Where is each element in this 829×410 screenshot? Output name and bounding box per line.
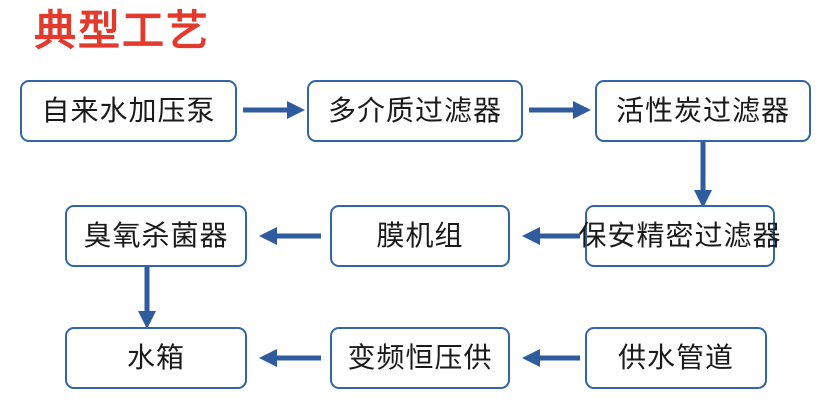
node-variable-frequency-constant-pressure-supply[interactable]: 变频恒压供	[330, 327, 510, 389]
node-label: 保安精密过滤器	[578, 220, 782, 251]
arrow-membrane-to-ozone	[255, 224, 321, 248]
arrow-vfd-from-pipeline	[518, 346, 580, 370]
node-label: 供水管道	[617, 342, 734, 373]
node-label: 水箱	[126, 342, 185, 373]
node-activated-carbon-filter[interactable]: 活性炭过滤器	[595, 80, 811, 142]
arrow-ozone-to-tank	[135, 267, 159, 329]
node-multimedia-filter[interactable]: 多介质过滤器	[307, 80, 523, 142]
node-label: 多介质过滤器	[327, 95, 502, 126]
node-label: 变频恒压供	[347, 342, 493, 373]
node-label: 自来水加压泵	[41, 95, 216, 126]
arrow-pump-to-multimedia	[243, 98, 305, 122]
arrow-multimedia-to-carbon	[529, 98, 591, 122]
node-membrane-unit[interactable]: 膜机组	[330, 205, 510, 267]
node-ozone-sterilizer[interactable]: 臭氧杀菌器	[65, 205, 247, 267]
arrow-security-filter-to-membrane	[518, 224, 580, 248]
node-tap-water-booster-pump[interactable]: 自来水加压泵	[20, 80, 237, 142]
node-water-supply-pipeline[interactable]: 供水管道	[585, 327, 767, 389]
arrow-tank-from-vfd	[255, 346, 321, 370]
node-label: 膜机组	[376, 220, 464, 251]
node-security-precision-filter[interactable]: 保安精密过滤器	[579, 205, 781, 267]
node-label: 臭氧杀菌器	[83, 220, 229, 251]
node-label: 活性炭过滤器	[615, 95, 790, 126]
arrow-carbon-to-security-filter	[691, 142, 715, 208]
page-title: 典型工艺	[34, 7, 211, 54]
node-water-tank[interactable]: 水箱	[65, 327, 247, 389]
